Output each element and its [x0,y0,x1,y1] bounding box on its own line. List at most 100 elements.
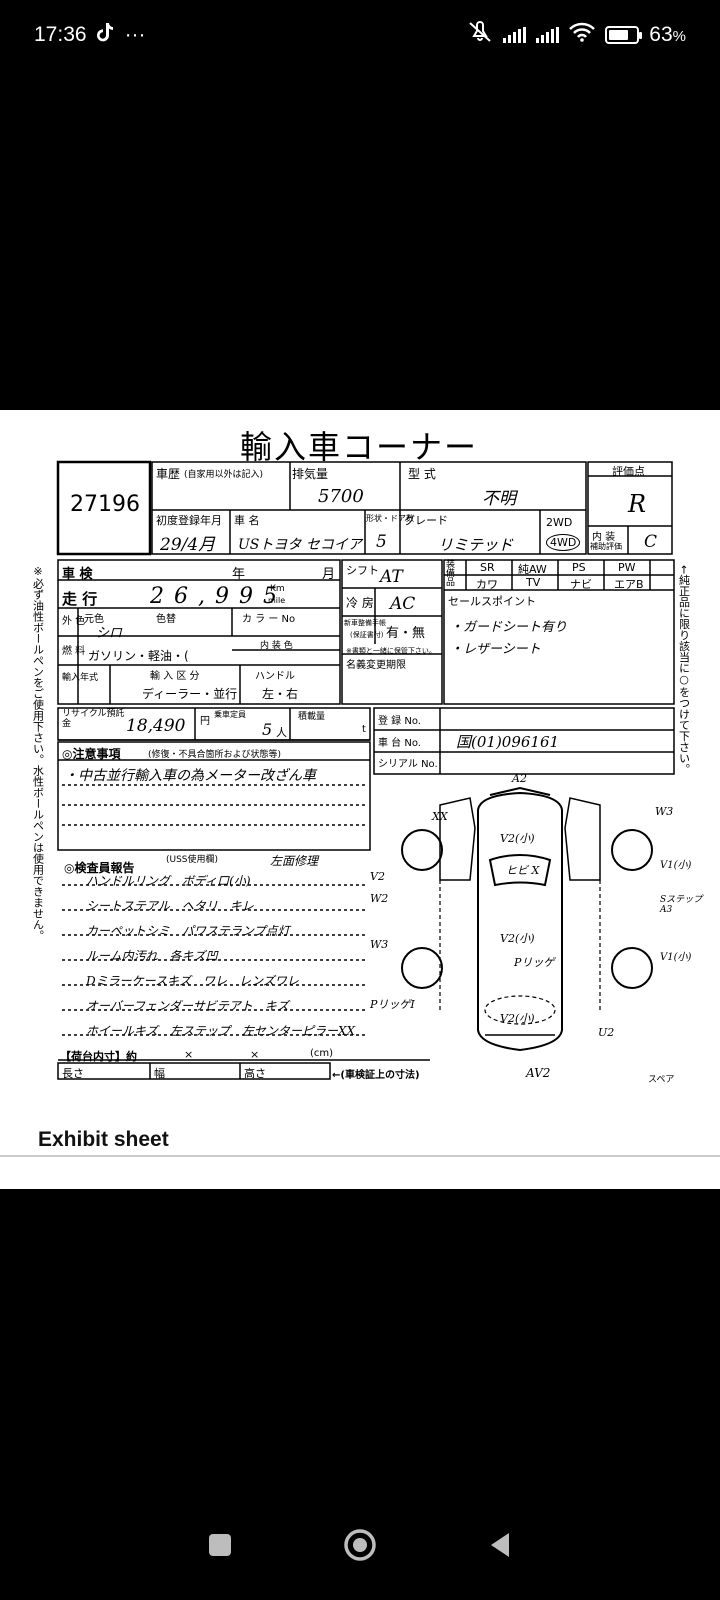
value-recycle: 18,490 [126,716,186,736]
right-vertical-note: ←純正品に限り該当に○をつけて下さい。 [678,565,691,774]
mute-icon [467,21,493,49]
label-ac: 冷 房 [346,596,374,610]
label-caution: ◎注意事項 [62,747,121,761]
recent-apps-button[interactable] [192,1517,248,1573]
label-first-reg: 初度登録年月 [156,514,222,527]
option-tv: TV [526,576,541,589]
status-bar: 17:36 ··· 63% [0,0,720,70]
mark-v2-body: V2(小) [500,932,535,945]
mark-v1-right-front: V1(小) [660,860,692,871]
more-notifications-icon: ··· [124,23,146,46]
value-displacement: 5700 [318,486,364,507]
label-left-right: 左・右 [262,687,299,701]
label-chassis-no: 車 台 No. [378,738,421,749]
label-int-color: 内 装 色 [260,641,293,651]
label-model: 型 式 [408,467,436,481]
label-fuel-options: ガソリン・軽油・( [88,649,189,663]
option-pw: PW [618,561,636,574]
label-capacity: 乗車定員 [214,710,246,719]
label-doors: 形状・ドア数 [366,514,414,523]
label-grade-score: 評価点 [612,465,645,478]
label-aux-score: 補助評価 [590,542,622,551]
mark-pitting-body: Pリッゲ [514,956,555,969]
label-length: 長さ [62,1067,84,1080]
mark-step: Sステップ A3 [660,895,703,915]
label-height: 高さ [244,1067,266,1080]
inspector-line-3: カーペットシミ パワステランプ点灯 [86,924,290,938]
home-circle-icon [344,1529,376,1561]
label-name-change: 名義変更期限 [346,660,406,671]
value-drive: 4WD [546,534,581,551]
mark-v2-roof: V2(小) [500,832,535,845]
inspector-line-1: ハンドルリング ボディ口(小) [86,874,251,888]
label-displacement: 排気量 [292,467,329,481]
label-equipment: 装 備 品 [446,560,456,588]
cell-signal-2-icon [536,27,560,43]
label-reg-no: 登 録 No. [378,716,421,727]
label-warranty-note: ※書類と一緒に保管下さい。 [346,647,436,655]
inspector-line-5: Dミラーケースキズ ワレ レンズワレ [86,974,299,988]
inspector-line-0: 左面修理 [270,854,319,868]
value-interior-score: C [644,532,658,552]
mark-xx: XX [432,810,448,823]
label-fuel: 燃 料 [62,646,86,657]
exhibit-sheet-image[interactable]: ・中古並行輸入車の為メーター改ざん車 ◎検査員報告 ※必ず油性ボールペンをご使用… [0,410,720,1100]
label-interior: 内 装 [592,532,616,543]
label-dealer-parallel: ディーラー・並行 [142,687,238,701]
cell-signal-1-icon [503,27,527,43]
navigation-bar [0,1490,720,1600]
mark-v1-right-rear: V1(小) [660,952,692,963]
label-cargo: 【荷台内寸】約 [60,1050,137,1063]
option-alloy-wheel: 純AW [518,563,547,576]
mark-u2: U2 [598,1026,615,1039]
mark-pitting-left: PリッゲI [370,998,415,1011]
tiktok-notification-icon [96,22,115,48]
label-mileage: 走 行 [62,590,98,608]
mark-crack: ヒビ X [506,864,540,877]
home-button[interactable] [332,1517,388,1573]
back-button[interactable] [472,1517,528,1573]
label-dims-note: ←(車検証上の寸法) [332,1070,420,1081]
car-damage-diagram [401,786,653,1052]
label-color-no: カ ラ ー No [242,614,296,625]
mark-a2: A2 [512,772,527,785]
option-airbag: エアB [614,578,644,591]
wifi-icon [569,22,596,48]
value-doors: 5 [376,532,387,552]
inspector-line-4: ルーム内汚れ 各キズ凹 [86,949,218,963]
image-viewer[interactable]: ・中古並行輸入車の為メーター改ざん車 ◎検査員報告 ※必ず油性ボールペンをご使用… [0,410,720,1189]
mark-w3-top: W3 [655,805,674,818]
label-shift: シフト [346,564,379,577]
option-navi: ナビ [570,578,592,591]
value-car-name: USトヨタ セコイア [238,537,362,553]
label-cargo-x2: × [250,1048,260,1061]
value-first-reg: 29/4月 [160,535,216,555]
inspector-line-2: シートステアル ヘタリ キレ [86,899,254,913]
label-grade: グレード [404,514,448,527]
value-shift: AT [380,567,403,587]
divider [0,1155,720,1157]
label-history: 車歴 [156,467,181,481]
value-mileage: 26,995 [150,584,287,609]
option-ps: PS [572,561,586,574]
label-import-year: 輸入年式 [62,673,99,683]
label-handle: ハンドル [255,671,295,682]
label-width: 幅 [154,1067,165,1080]
label-cargo-cm: (cm) [310,1048,334,1059]
label-ton: t [362,724,366,735]
value-model: 不明 [482,489,516,509]
mark-w2: W2 [370,892,389,905]
value-orig-color: シロ [96,626,123,641]
value-chassis: 国(01)096161 [456,733,560,751]
mark-spare: スペア [648,1075,675,1085]
left-vertical-note: ※必ず油性ボールペンをご使用下さい。水性ボールペンは使用できません。 [32,565,45,941]
mark-v2-left: V2 [370,870,385,883]
label-cargo-x1: × [184,1048,194,1061]
label-person: 人 [276,726,287,739]
clock: 17:36 [34,23,87,46]
label-km: Km [270,584,285,594]
label-history-note: (自家用以外は記入) [184,470,264,480]
label-warranty: (保証書付) [350,631,384,639]
label-serial-no: シリアル No. [378,759,438,770]
label-inspector-note: (USS使用欄) [166,855,219,865]
